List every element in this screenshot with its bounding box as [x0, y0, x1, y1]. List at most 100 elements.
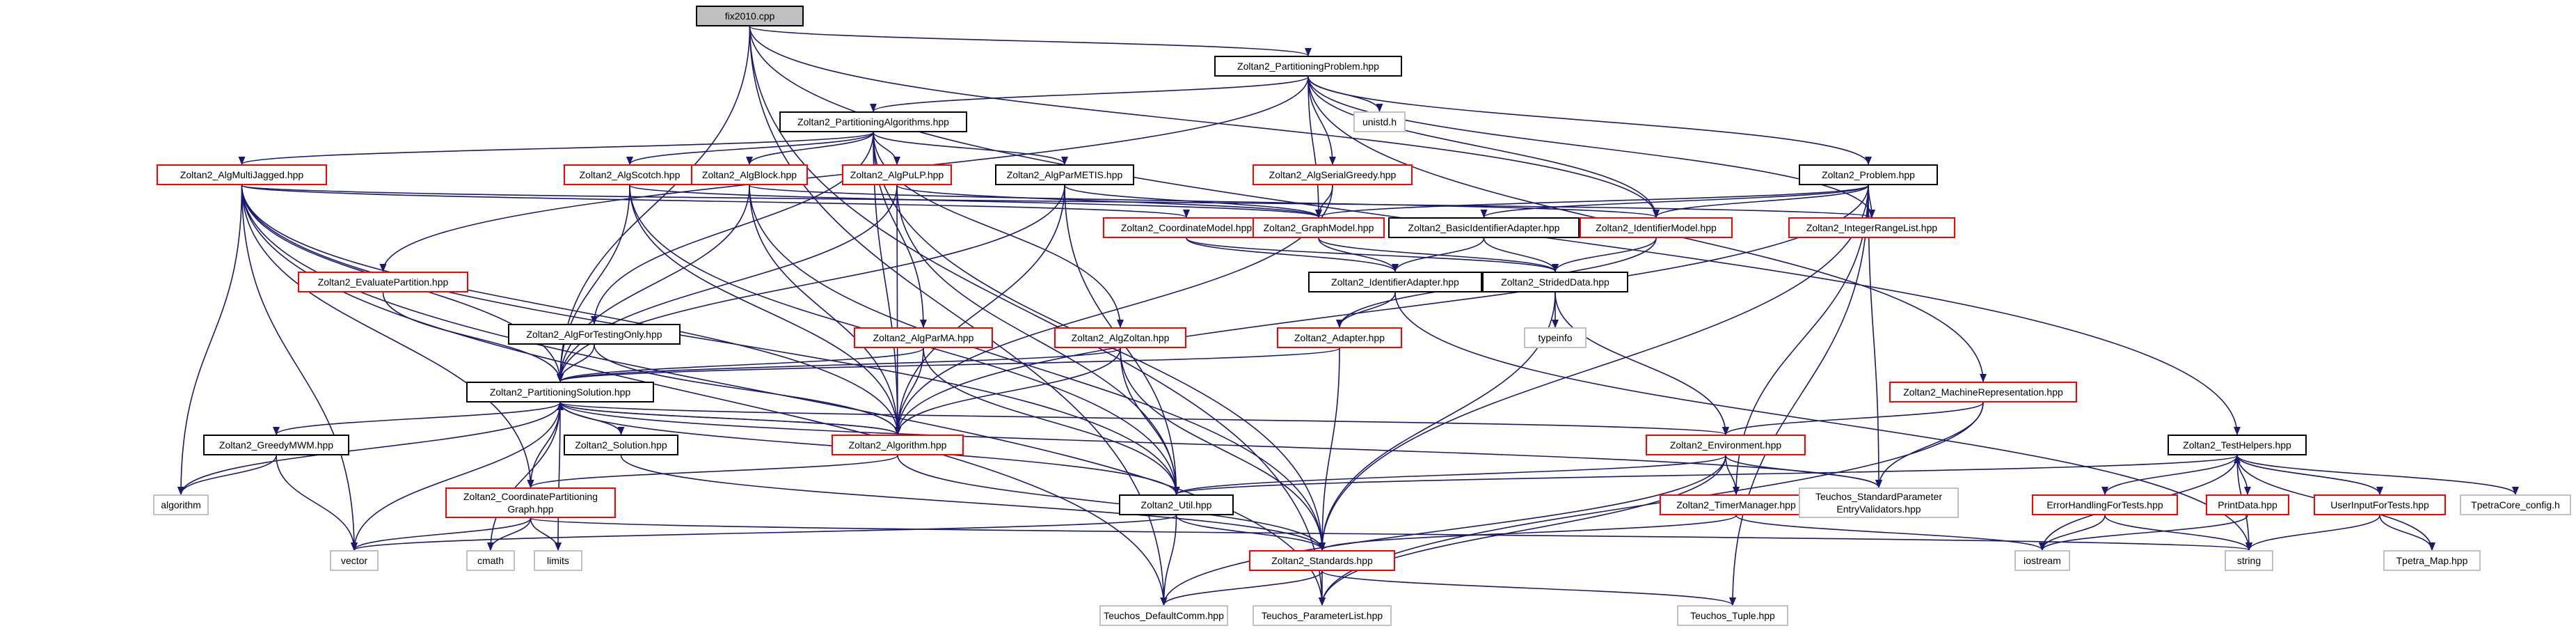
edge-alg_pulp-to-partitioning_solution	[557, 185, 898, 382]
node-identifier-model[interactable]: Zoltan2_IdentifierModel.hpp	[1580, 217, 1733, 238]
edge-alg_block-to-partitioning_solution	[557, 185, 750, 382]
edge-alg_parmetis-to-algorithm_hpp	[894, 185, 1065, 435]
edge-partitioning_problem-to-problem	[1307, 76, 1872, 165]
node-coordinate-model[interactable]: Zoltan2_CoordinateModel.hpp	[1103, 217, 1270, 238]
edge-problem-to-standards	[1319, 185, 1869, 551]
node-alg-parmetis[interactable]: Zoltan2_AlgParMETIS.hpp	[995, 164, 1134, 185]
node-alg-scotch[interactable]: Zoltan2_AlgScotch.hpp	[564, 164, 696, 185]
node-alg-zoltan[interactable]: Zoltan2_AlgZoltan.hpp	[1054, 327, 1186, 348]
node-coord-part-graph[interactable]: Zoltan2_CoordinatePartitioning Graph.hpp	[445, 487, 616, 518]
edge-algorithm_hpp-to-partitioning_solution	[557, 402, 898, 435]
node-alg-block[interactable]: Zoltan2_AlgBlock.hpp	[691, 164, 808, 185]
node-alg-parma[interactable]: Zoltan2_AlgParMA.hpp	[854, 327, 993, 348]
edge-alg_for_testing_only-to-algorithm_hpp	[594, 344, 901, 435]
edge-util-to-vector	[351, 515, 1177, 551]
edge-partitioning_solution-to-vector	[351, 402, 561, 551]
node-tpetra-core-config[interactable]: TpetraCore_config.h	[2460, 494, 2571, 515]
dependency-edges	[177, 26, 2519, 606]
edge-root-to-teuchos_parameterlist	[749, 26, 1326, 606]
node-adapter[interactable]: Zoltan2_Adapter.hpp	[1277, 327, 1402, 348]
edge-test_helpers-to-util	[1173, 455, 2238, 495]
node-environment[interactable]: Zoltan2_Environment.hpp	[1646, 435, 1806, 455]
node-typeinfo[interactable]: typeinfo	[1524, 327, 1587, 348]
edge-problem-to-teuchos_std_param	[1868, 185, 1882, 488]
node-partitioning-problem[interactable]: Zoltan2_PartitioningProblem.hpp	[1214, 56, 1402, 77]
edge-machine_representation-to-environment	[1722, 402, 1984, 435]
node-evaluate-partition[interactable]: Zoltan2_EvaluatePartition.hpp	[298, 272, 468, 292]
edge-problem-to-basic_identifier_adapter	[1480, 185, 1869, 218]
edge-util-to-teuchos_defaultcomm	[1160, 515, 1177, 606]
node-basic-identifier-adapter[interactable]: Zoltan2_BasicIdentifierAdapter.hpp	[1388, 217, 1580, 238]
edge-standards-to-teuchos_tuple	[1321, 570, 1736, 606]
edge-timer_manager-to-standards	[1319, 515, 1737, 551]
node-user-input[interactable]: UserInputForTests.hpp	[2314, 494, 2446, 515]
node-identifier-adapter[interactable]: Zoltan2_IdentifierAdapter.hpp	[1308, 272, 1482, 292]
node-teuchos-parameterlist[interactable]: Teuchos_ParameterList.hpp	[1253, 605, 1392, 626]
edge-partitioning_algorithms-to-alg_scotch	[626, 132, 874, 165]
edge-partitioning_algorithms-to-alg_multijagged	[238, 132, 874, 165]
node-machine-representation[interactable]: Zoltan2_MachineRepresentation.hpp	[1889, 382, 2077, 403]
node-greedy-mwm[interactable]: Zoltan2_GreedyMWM.hpp	[203, 435, 349, 455]
node-partitioning-algorithms[interactable]: Zoltan2_PartitioningAlgorithms.hpp	[779, 111, 967, 132]
edge-coord_part_graph-to-string	[530, 517, 2252, 551]
node-root-file: fix2010.cpp	[696, 6, 804, 26]
node-iostream[interactable]: iostream	[2014, 550, 2070, 571]
edge-alg_zoltan-to-algorithm_hpp	[894, 347, 1121, 435]
edge-alg_parma-to-util	[923, 347, 1180, 495]
node-strided-data[interactable]: Zoltan2_StridedData.hpp	[1482, 272, 1628, 292]
node-error-handling[interactable]: ErrorHandlingForTests.hpp	[2032, 494, 2178, 515]
node-alg-multijagged[interactable]: Zoltan2_AlgMultiJagged.hpp	[157, 164, 327, 185]
node-alg-serial-greedy[interactable]: Zoltan2_AlgSerialGreedy.hpp	[1253, 164, 1413, 185]
edge-user_input-to-string	[2245, 515, 2380, 551]
edge-partitioning_algorithms-to-algorithm_hpp	[873, 132, 901, 435]
edge-error_handling-to-iostream	[2039, 515, 2106, 551]
edge-machine_representation-to-teuchos_std_param	[1875, 402, 1984, 488]
node-cmath[interactable]: cmath	[466, 550, 515, 571]
edge-user_input-to-test_helpers	[2234, 455, 2380, 495]
node-alg-pulp[interactable]: Zoltan2_AlgPuLP.hpp	[842, 164, 952, 185]
edge-alg_zoltan-to-standards	[1120, 347, 1326, 551]
node-solution[interactable]: Zoltan2_Solution.hpp	[564, 435, 678, 455]
edge-identifier_model-to-strided_data	[1552, 237, 1657, 272]
node-util[interactable]: Zoltan2_Util.hpp	[1119, 494, 1234, 515]
edge-partitioning_solution-to-greedy_mwm	[273, 402, 561, 435]
edge-partitioning_solution-to-environment	[559, 402, 1729, 435]
edge-alg_scotch-to-graph_model	[629, 185, 1322, 218]
node-alg-for-testing-only[interactable]: Zoltan2_AlgForTestingOnly.hpp	[508, 324, 681, 345]
edge-error_handling-to-string	[2104, 515, 2252, 551]
edge-test_helpers-to-tpetra_core_config	[2236, 455, 2519, 495]
node-timer-manager[interactable]: Zoltan2_TimerManager.hpp	[1660, 494, 1813, 515]
edge-print_data-to-iostream	[2039, 515, 2248, 551]
edge-alg_zoltan-to-util	[1120, 347, 1180, 495]
node-integer-range-list[interactable]: Zoltan2_IntegerRangeList.hpp	[1788, 217, 1955, 238]
node-unistd[interactable]: unistd.h	[1353, 111, 1406, 132]
node-print-data[interactable]: PrintData.hpp	[2206, 494, 2289, 515]
edge-alg_multijagged-to-vector	[241, 185, 358, 551]
edge-problem-to-teuchos_tuple	[1729, 185, 1869, 606]
edge-alg_scotch-to-partitioning_solution	[557, 185, 630, 382]
node-test-helpers[interactable]: Zoltan2_TestHelpers.hpp	[2168, 435, 2307, 455]
node-teuchos-std-param[interactable]: Teuchos_StandardParameter EntryValidator…	[1799, 487, 1959, 518]
edge-environment-to-teuchos_std_param	[1725, 455, 1882, 488]
edge-greedy_mwm-to-algorithm	[177, 455, 277, 495]
node-vector[interactable]: vector	[330, 550, 379, 571]
node-limits[interactable]: limits	[534, 550, 582, 571]
node-teuchos-tuple[interactable]: Teuchos_Tuple.hpp	[1677, 605, 1788, 626]
node-algorithm-hpp[interactable]: Zoltan2_Algorithm.hpp	[832, 435, 964, 455]
edge-environment-to-teuchos_defaultcomm	[1160, 455, 1726, 606]
edge-alg_multijagged-to-algorithm	[177, 185, 243, 495]
node-graph-model[interactable]: Zoltan2_GraphModel.hpp	[1253, 217, 1385, 238]
node-string[interactable]: string	[2225, 550, 2273, 571]
edge-evaluate_partition-to-partitioning_solution	[382, 292, 564, 382]
edge-alg_pulp-to-graph_model	[896, 185, 1322, 218]
edge-root-to-identifier_model	[749, 26, 1660, 218]
edge-alg_multijagged-to-util	[241, 185, 1180, 495]
node-partitioning-solution[interactable]: Zoltan2_PartitioningSolution.hpp	[466, 382, 654, 403]
edge-partitioning_problem-to-graph_model	[1307, 76, 1322, 218]
node-tpetra-map[interactable]: Tpetra_Map.hpp	[2383, 550, 2481, 571]
node-algorithm[interactable]: algorithm	[153, 494, 209, 515]
node-standards[interactable]: Zoltan2_Standards.hpp	[1249, 550, 1395, 571]
node-problem[interactable]: Zoltan2_Problem.hpp	[1799, 164, 1938, 185]
node-teuchos-defaultcomm[interactable]: Teuchos_DefaultComm.hpp	[1099, 605, 1228, 626]
